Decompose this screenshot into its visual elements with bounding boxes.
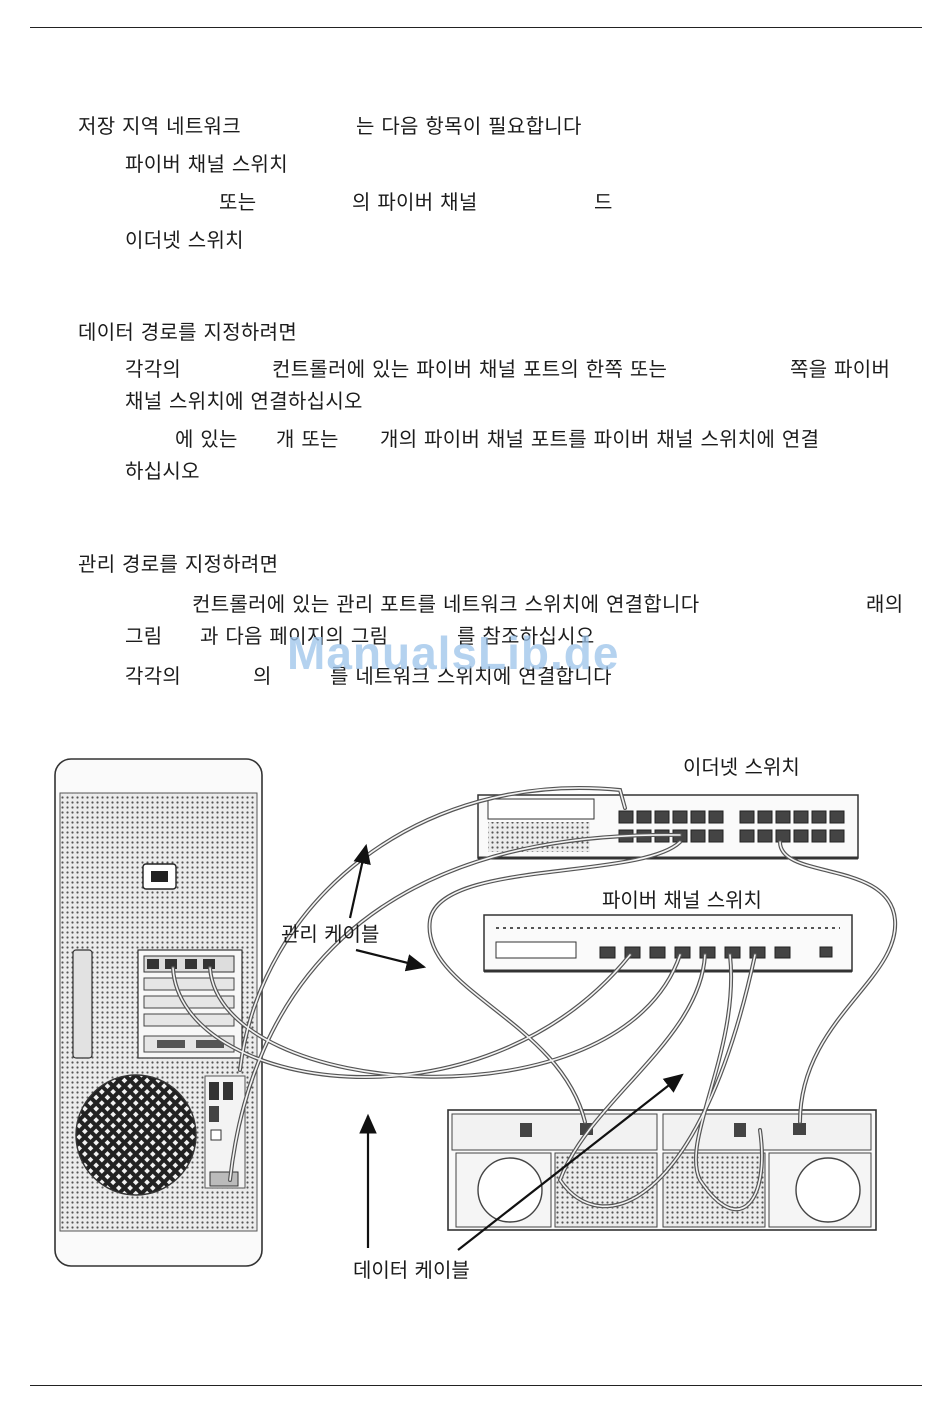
data-path-heading: 데이터 경로를 지정하려면 [78,320,298,344]
data-step2-b: 개 또는 [276,427,339,451]
data-step1-line2: 채널 스위치에 연결하십시오 [125,389,363,413]
mgmt-step1-line2-a: 그림 [125,624,163,648]
mgmt-step1-b: 래의 [866,592,904,616]
mgmt-step1-line2-c: 를 참조하십시오 [457,624,595,648]
handle-icon [72,949,93,1059]
mgmt-step2-b: 의 [253,664,272,688]
mgmt-cable-label: 관리 케이블 [281,922,379,946]
fibre-channel-switch [483,914,853,973]
intro-item-2b: 의 파이버 채널 [352,190,478,214]
data-cable-label: 데이터 케이블 [353,1258,470,1282]
fan-grille-icon [75,1074,197,1196]
data-step1-c: 쪽을 파이버 [790,357,891,381]
data-step1-a: 각각의 [125,357,182,381]
server-tower [54,758,263,1267]
intro-item-1: 파이버 채널 스위치 [125,152,288,176]
intro-item-3: 이더넷 스위치 [125,228,244,252]
intro-heading-tail: 는 다음 항목이 필요합니다 [356,114,582,138]
bottom-rule [30,1385,922,1386]
watermark: ManualsLib.de [287,627,620,679]
data-step2-line2: 하십시오 [125,459,200,483]
mgmt-step1-a: 컨트롤러에 있는 관리 포트를 네트워크 스위치에 연결합니다 [192,592,700,616]
mgmt-step1-line2-b: 과 다음 페이지의 그림 [200,624,389,648]
intro-item-2c: 드 [594,190,613,214]
fibre-switch-label: 파이버 채널 스위치 [602,888,762,912]
data-step2-c: 개의 파이버 채널 포트를 파이버 채널 스위치에 연결 [380,427,820,451]
ethernet-switch-label: 이더넷 스위치 [683,755,800,779]
data-step2-a: 에 있는 [175,427,238,451]
callout-arrows [348,843,684,1251]
mgmt-step2-c: 를 네트워크 스위치에 연결합니다 [330,664,612,688]
mgmt-step2-a: 각각의 [125,664,182,688]
intro-heading: 저장 지역 네트워크 [78,114,241,138]
intro-item-2a: 또는 [219,190,257,214]
data-step1-b: 컨트롤러에 있는 파이버 채널 포트의 한쪽 또는 [272,357,668,381]
mgmt-path-heading: 관리 경로를 지정하려면 [78,552,279,576]
raid-storage [447,1109,877,1231]
top-rule [30,27,922,28]
